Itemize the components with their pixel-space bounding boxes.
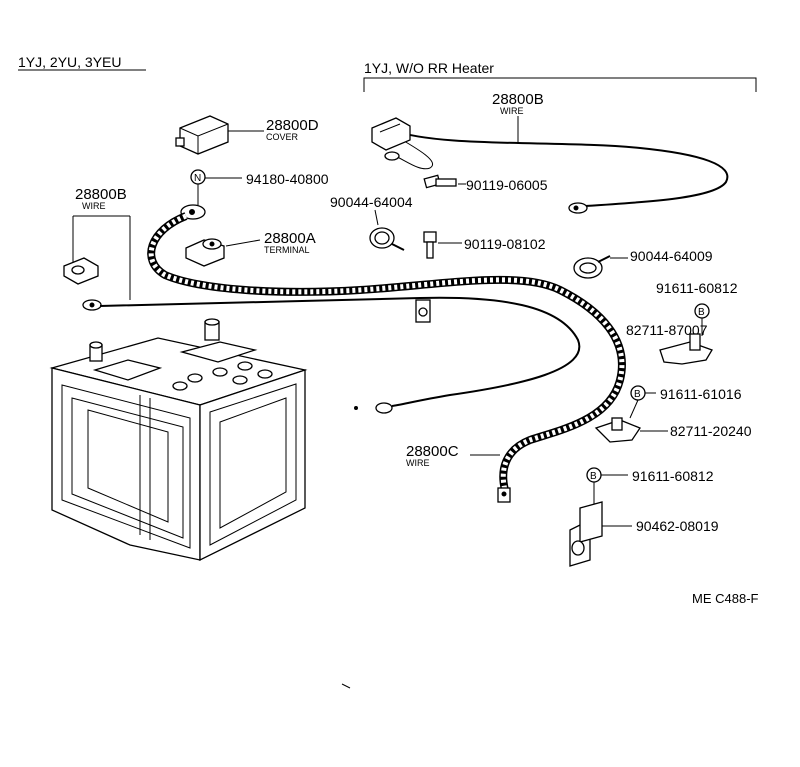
battery	[49, 318, 308, 562]
variant-bracket	[363, 77, 757, 92]
clamp-90044-64009	[573, 255, 611, 279]
terminal-28800a	[185, 238, 225, 267]
bracket2-pn: 82711-20240	[670, 423, 752, 439]
bolt4-drop	[629, 399, 639, 419]
wire-left-pn: 28800B	[75, 186, 127, 203]
variant-header: 1YJ, W/O RR Heater	[364, 60, 494, 76]
wire-28800b-left	[63, 257, 581, 414]
models-header: 1YJ, 2YU, 3YEU	[18, 54, 122, 70]
wire-left-desc: WIRE	[82, 201, 106, 211]
ring-hole	[189, 209, 195, 215]
harness-spiral-wrap	[148, 213, 625, 491]
bolt1-pn: 90119-06005	[466, 177, 548, 193]
bolt5-pn: 91611-60812	[632, 468, 714, 484]
clamp1-leader	[374, 209, 379, 226]
bracket3-pn: 90462-08019	[636, 518, 719, 534]
stray-mark	[341, 683, 351, 689]
cover-28800d	[175, 115, 229, 155]
wire-28800b-top	[371, 117, 729, 214]
wire-c-pn: 28800C	[406, 443, 459, 460]
cover-pn: 28800D	[266, 117, 319, 134]
wire-left-bracket	[72, 215, 131, 300]
clamp1-pn: 90044-64004	[330, 194, 413, 210]
bolt-90119-08102	[423, 231, 437, 259]
nut-marker: N	[194, 173, 201, 184]
nut-pn: 94180-40800	[246, 171, 329, 187]
bracket-82711-20240	[594, 417, 641, 443]
bolt5-marker: B	[590, 471, 597, 482]
bracket-90462-08019	[569, 501, 603, 567]
terminal-desc: TERMINAL	[264, 245, 310, 255]
bolt-90119-06005	[423, 174, 457, 189]
clamp2-pn: 90044-64009	[630, 248, 713, 264]
wire-clip-bracket	[415, 299, 431, 323]
stray-dot	[354, 406, 358, 410]
bracket1-pn: 82711-87007	[626, 322, 708, 338]
bolt4-pn: 91611-61016	[660, 386, 742, 402]
terminal-pn: 28800A	[264, 230, 316, 247]
wire-top-desc: WIRE	[500, 106, 524, 116]
bolt3-pn: 91611-60812	[656, 280, 738, 296]
cover-desc: COVER	[266, 132, 299, 142]
wire-top-pn: 28800B	[492, 91, 544, 108]
bolt4-marker: B	[634, 389, 641, 400]
bolt2-pn: 90119-08102	[464, 236, 546, 252]
bolt3-marker: B	[698, 307, 705, 318]
wire-c-desc: WIRE	[406, 458, 430, 468]
bracket-82711-87007	[659, 333, 713, 365]
clamp-90044-64004	[369, 227, 405, 251]
harness-terminal-hole	[501, 491, 507, 497]
terminal-leader	[225, 239, 261, 247]
figure-code: ME C488-F	[692, 591, 759, 606]
